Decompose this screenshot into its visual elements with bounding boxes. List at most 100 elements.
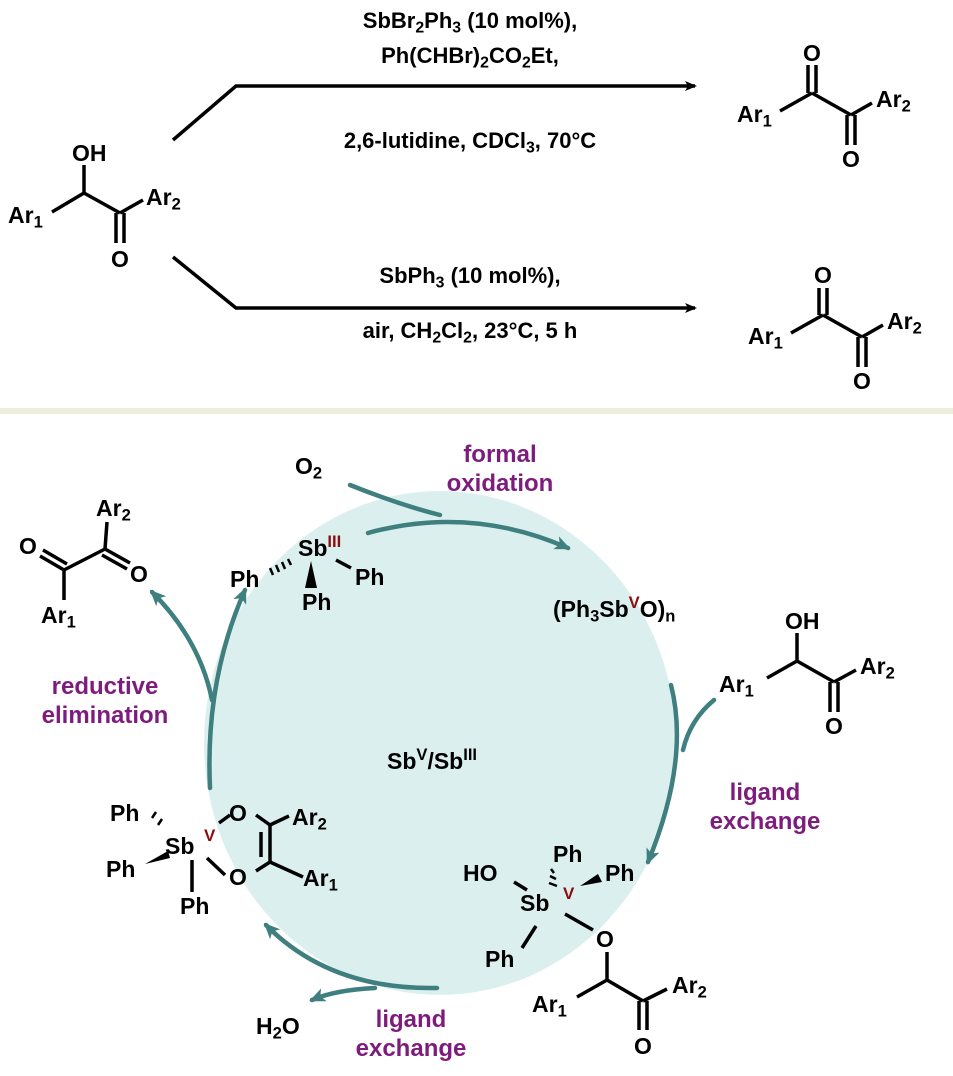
cond-text: (10 mol%),: [444, 263, 561, 288]
cond-text: , 23°C, 5 h: [471, 318, 578, 343]
arrow-ligand-exchange-bottom: [263, 922, 440, 991]
substrate-ar1-label: Ar1: [8, 204, 43, 231]
center-text: Sb: [387, 748, 417, 774]
sb5-enediolate-ar1: Ar1: [303, 867, 338, 894]
sb3-center: SbIII: [298, 533, 341, 560]
sb5-enediolate-o-bottom: O: [229, 864, 247, 890]
cond-sub: 3: [525, 139, 535, 157]
cycle-substrate-o: O: [825, 713, 843, 739]
ar-text: Ar: [96, 495, 122, 521]
product-1-ar2: Ar2: [876, 88, 911, 115]
cond-text: (10 mol%),: [461, 8, 578, 33]
ar-sub: 1: [66, 612, 76, 632]
route-1-condition-line-3: 2,6-lutidine, CDCl3, 70°C: [270, 130, 670, 156]
ar-text: Ar: [860, 653, 886, 679]
cycle-product-o-right: O: [130, 561, 148, 587]
ar-sub: 1: [557, 1001, 567, 1021]
step-label-reductive-elimination: reductive elimination: [20, 672, 190, 730]
ar-text: Ar: [41, 602, 67, 628]
cycle-product-ar2: Ar2: [96, 495, 131, 524]
sb5-alkoxide-ar2: Ar2: [672, 972, 707, 1001]
cond-sub: 2: [415, 19, 425, 37]
substrate-ar2-text: Ar: [146, 184, 172, 210]
product-1-o-top: O: [803, 40, 821, 66]
sb5-enediolate-ph-left: Ph: [106, 856, 136, 882]
ar-sub: 2: [697, 982, 707, 1002]
reagent-sub: 2: [272, 1023, 282, 1043]
step-label-formal-oxidation: formal oxidation: [415, 440, 585, 498]
sb5-alkoxide-sb: Sb: [520, 892, 549, 915]
ar-text: Ar: [887, 308, 913, 334]
sb5-alkoxide-o: O: [596, 926, 614, 952]
ar-text: Ar: [748, 323, 774, 349]
step-label-ligand-exchange-right: ligand exchange: [700, 778, 830, 836]
ar-text: Ar: [292, 804, 318, 830]
substrate-o-label: O: [111, 246, 129, 272]
cond-sub: 3: [435, 274, 445, 292]
sb5-enediolate-oxidation-state: V: [204, 826, 216, 845]
sb-text: Sb: [520, 890, 550, 916]
arrow-product-exit: [149, 589, 215, 703]
route-2-condition-line-1: SbPh3 (10 mol%),: [305, 263, 635, 291]
oxide-sub: n: [665, 606, 676, 626]
reagent-text: O: [281, 1013, 300, 1039]
reaction-arrow-bottom: [171, 255, 697, 313]
center-sup: III: [463, 744, 478, 764]
ar-sub: 2: [901, 96, 911, 116]
arrow-substrate-entry: [680, 697, 717, 753]
arrow-ligand-exchange-right: [645, 682, 680, 865]
substrate-bonds: [51, 165, 144, 243]
step-line: formal: [463, 441, 537, 468]
step-line: oxidation: [446, 470, 554, 497]
cycle-center-label: SbV/SbIII: [387, 746, 477, 774]
step-line: ligand: [375, 1006, 447, 1033]
reaction-arrow-top: [171, 81, 697, 142]
sb5-enediolate-sb: Sb: [165, 833, 195, 859]
ar-sub: 2: [121, 505, 131, 525]
ar-text: Ar: [719, 671, 745, 697]
sb5-alkoxide-ar1: Ar1: [532, 991, 567, 1020]
substrate-ar2-label: Ar2: [146, 184, 181, 213]
cond-text: Cl: [441, 318, 464, 343]
sb5-enediolate-o-top: O: [229, 800, 247, 826]
substrate-ar1-subscript: 1: [33, 212, 43, 232]
oxide-text: O): [639, 596, 666, 622]
product-2-o-top: O: [814, 262, 832, 288]
sb3-ph-bottom: Ph: [302, 589, 332, 615]
cond-text: SbBr: [362, 8, 416, 33]
ar-sub: 1: [328, 875, 338, 895]
oxide-sub: 3: [590, 606, 600, 626]
arrow-formal-oxidation: [365, 519, 571, 551]
arrow-o2-entry: [347, 482, 443, 518]
product-1-bonds: [779, 65, 873, 145]
substrate-oh-label: OH: [72, 140, 107, 166]
cond-text: CO: [488, 43, 522, 68]
cycle-product-ar1: Ar1: [41, 602, 76, 631]
ar-text: Ar: [672, 972, 698, 998]
product-1-ar1: Ar1: [737, 103, 772, 130]
center-sup: V: [416, 744, 428, 764]
product-2-ar2: Ar2: [887, 308, 922, 337]
route-1-condition-line-1: SbBr2Ph3 (10 mol%),: [305, 8, 635, 36]
cond-text: Ph(CHBr): [381, 43, 481, 68]
ar-sub: 1: [744, 681, 754, 701]
oxide-text: (Ph: [553, 596, 591, 622]
step-line: ligand: [729, 779, 801, 806]
cycle-product-o-left: O: [19, 533, 37, 559]
step-line: exchange: [709, 808, 821, 835]
step-line: reductive: [51, 673, 159, 700]
reagent-text: O: [295, 453, 313, 479]
center-text: /Sb: [427, 748, 464, 774]
sb5-alkoxide-ph-bottom: Ph: [485, 946, 515, 972]
step-line: elimination: [41, 702, 169, 729]
ar-text: Ar: [532, 991, 558, 1017]
sb5-alkoxide-ho: HO: [463, 860, 498, 886]
step-label-ligand-exchange-bottom: ligand exchange: [346, 1005, 476, 1063]
oxidation-state: III: [327, 531, 342, 551]
ar-sub: 1: [773, 333, 783, 353]
route-1-condition-line-2: Ph(CHBr)2CO2Et,: [305, 43, 635, 71]
step-line: exchange: [355, 1035, 467, 1062]
cycle-substrate-ar1: Ar1: [719, 671, 754, 700]
cond-text: SbPh: [379, 263, 436, 288]
arrow-reductive-elimination: [207, 587, 248, 791]
